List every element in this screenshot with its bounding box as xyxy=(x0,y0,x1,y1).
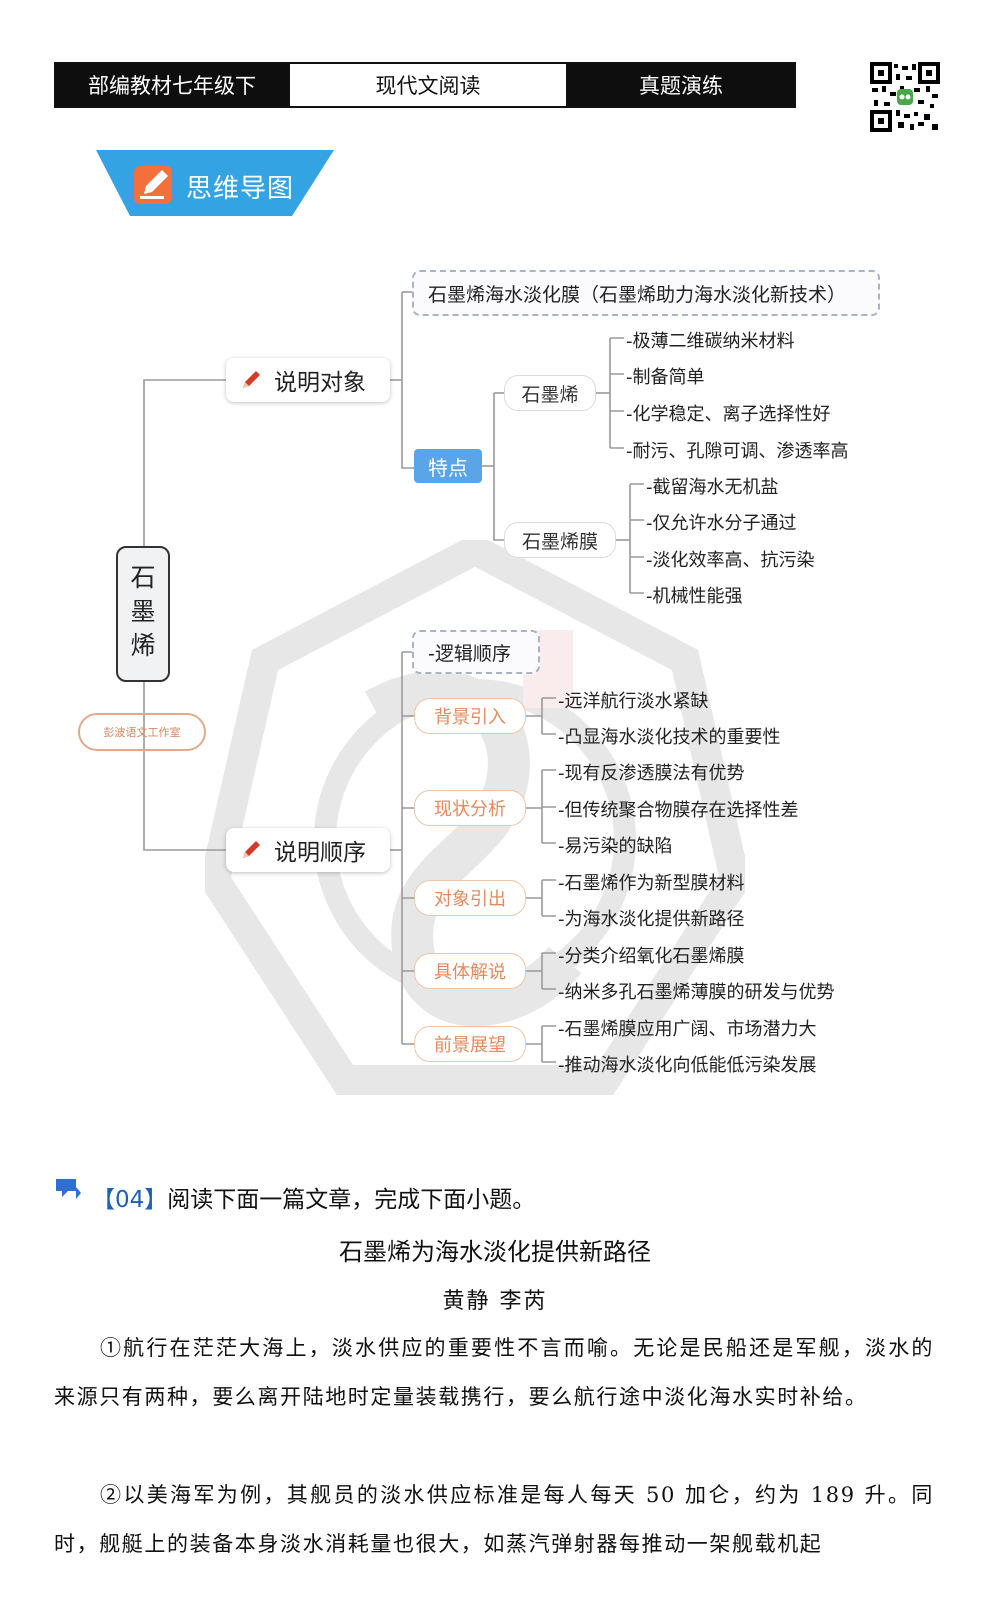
group-outlook-item-2: -推动海水淡化向低能低污染发展 xyxy=(558,1055,817,1076)
object-main-node: 石墨烯海水淡化膜（石墨烯助力海水淡化新技术） xyxy=(412,270,880,316)
bookmark-icon xyxy=(56,1179,81,1199)
article-title: 石墨烯为海水淡化提供新路径 xyxy=(339,1238,651,1266)
mindmap-banner xyxy=(96,150,334,216)
group-status-item-2: -但传统聚合物膜存在选择性差 xyxy=(558,800,799,821)
graphene-item-2: -制备简单 xyxy=(626,367,705,388)
question-line: 【04】阅读下面一篇文章，完成下面小题。 xyxy=(92,1180,535,1214)
mindmap-banner-label: 思维导图 xyxy=(186,174,295,204)
root-char-2: 墨 xyxy=(130,597,156,626)
root-char-1: 石 xyxy=(130,563,156,592)
studio-badge: 彭波语文工作室 xyxy=(78,713,206,751)
group-introduce-item-1: -石墨烯作为新型膜材料 xyxy=(558,873,745,894)
mindmap-connectors xyxy=(143,291,644,1063)
pen-icon xyxy=(243,841,260,858)
membrane-item-1: -截留海水无机盐 xyxy=(646,477,779,498)
header-tab-textbook: 部编教材七年级下 xyxy=(54,62,290,108)
pen-icon xyxy=(243,371,260,388)
group-background-item-2: -凸显海水淡化技术的重要性 xyxy=(558,727,781,748)
group-status: 现状分析 xyxy=(414,790,526,826)
group-explain-item-1: -分类介绍氧化石墨烯膜 xyxy=(558,946,745,967)
membrane-item-3: -淡化效率高、抗污染 xyxy=(646,550,815,571)
qr-code-icon xyxy=(870,62,940,132)
group-outlook: 前景展望 xyxy=(414,1026,526,1062)
graphene-item-4: -耐污、孔隙可调、渗透率高 xyxy=(626,441,849,462)
group-introduce-item-2: -为海水淡化提供新路径 xyxy=(558,909,745,930)
membrane-item-2: -仅允许水分子通过 xyxy=(646,513,797,534)
article-paragraph-1: ①航行在茫茫大海上，淡水供应的重要性不言而喻。无论是民船还是军舰，淡水的来源只有… xyxy=(54,1336,934,1409)
logic-order-node: -逻辑顺序 xyxy=(412,630,540,674)
graphene-item-3: -化学稳定、离子选择性好 xyxy=(626,404,831,425)
graphene-item-1: -极薄二维碳纳米材料 xyxy=(626,331,795,352)
group-outlook-item-1: -石墨烯膜应用广阔、市场潜力大 xyxy=(558,1019,817,1040)
header-tab-reading: 现代文阅读 xyxy=(288,62,568,108)
branch-order: 说明顺序 xyxy=(226,828,390,872)
group-background: 背景引入 xyxy=(414,698,526,734)
group-explain-item-2: -纳米多孔石墨烯薄膜的研发与优势 xyxy=(558,982,835,1003)
membrane-node: 石墨烯膜 xyxy=(504,522,616,558)
group-background-item-1: -远洋航行淡水紧缺 xyxy=(558,691,709,712)
article-authors: 黄静 李芮 xyxy=(442,1289,548,1314)
group-status-item-3: -易污染的缺陷 xyxy=(558,836,673,857)
graphene-node: 石墨烯 xyxy=(504,375,596,411)
header-tab-exam: 真题演练 xyxy=(566,62,796,108)
header-tab-textbook-label: 部编教材七年级下 xyxy=(88,74,256,98)
membrane-item-4: -机械性能强 xyxy=(646,586,743,607)
article-paragraph-2: ②以美海军为例，其舰员的淡水供应标准是每人每天 50 加仑，约为 189 升。同… xyxy=(54,1483,934,1556)
group-status-item-1: -现有反渗透膜法有优势 xyxy=(558,763,745,784)
header-tab-reading-label: 现代文阅读 xyxy=(375,74,481,98)
question-number: 【04】 xyxy=(92,1187,168,1213)
group-explain: 具体解说 xyxy=(414,953,526,989)
branch-object: 说明对象 xyxy=(226,358,390,402)
header-tab-exam-label: 真题演练 xyxy=(639,74,723,98)
root-char-3: 烯 xyxy=(130,631,156,660)
feature-node: 特点 xyxy=(414,449,482,483)
branch-order-label: 说明顺序 xyxy=(274,840,366,866)
question-instruction: 阅读下面一篇文章，完成下面小题。 xyxy=(167,1187,536,1213)
mindmap-root: 石 墨 烯 xyxy=(116,546,170,682)
group-introduce: 对象引出 xyxy=(414,880,526,916)
branch-object-label: 说明对象 xyxy=(274,370,366,396)
